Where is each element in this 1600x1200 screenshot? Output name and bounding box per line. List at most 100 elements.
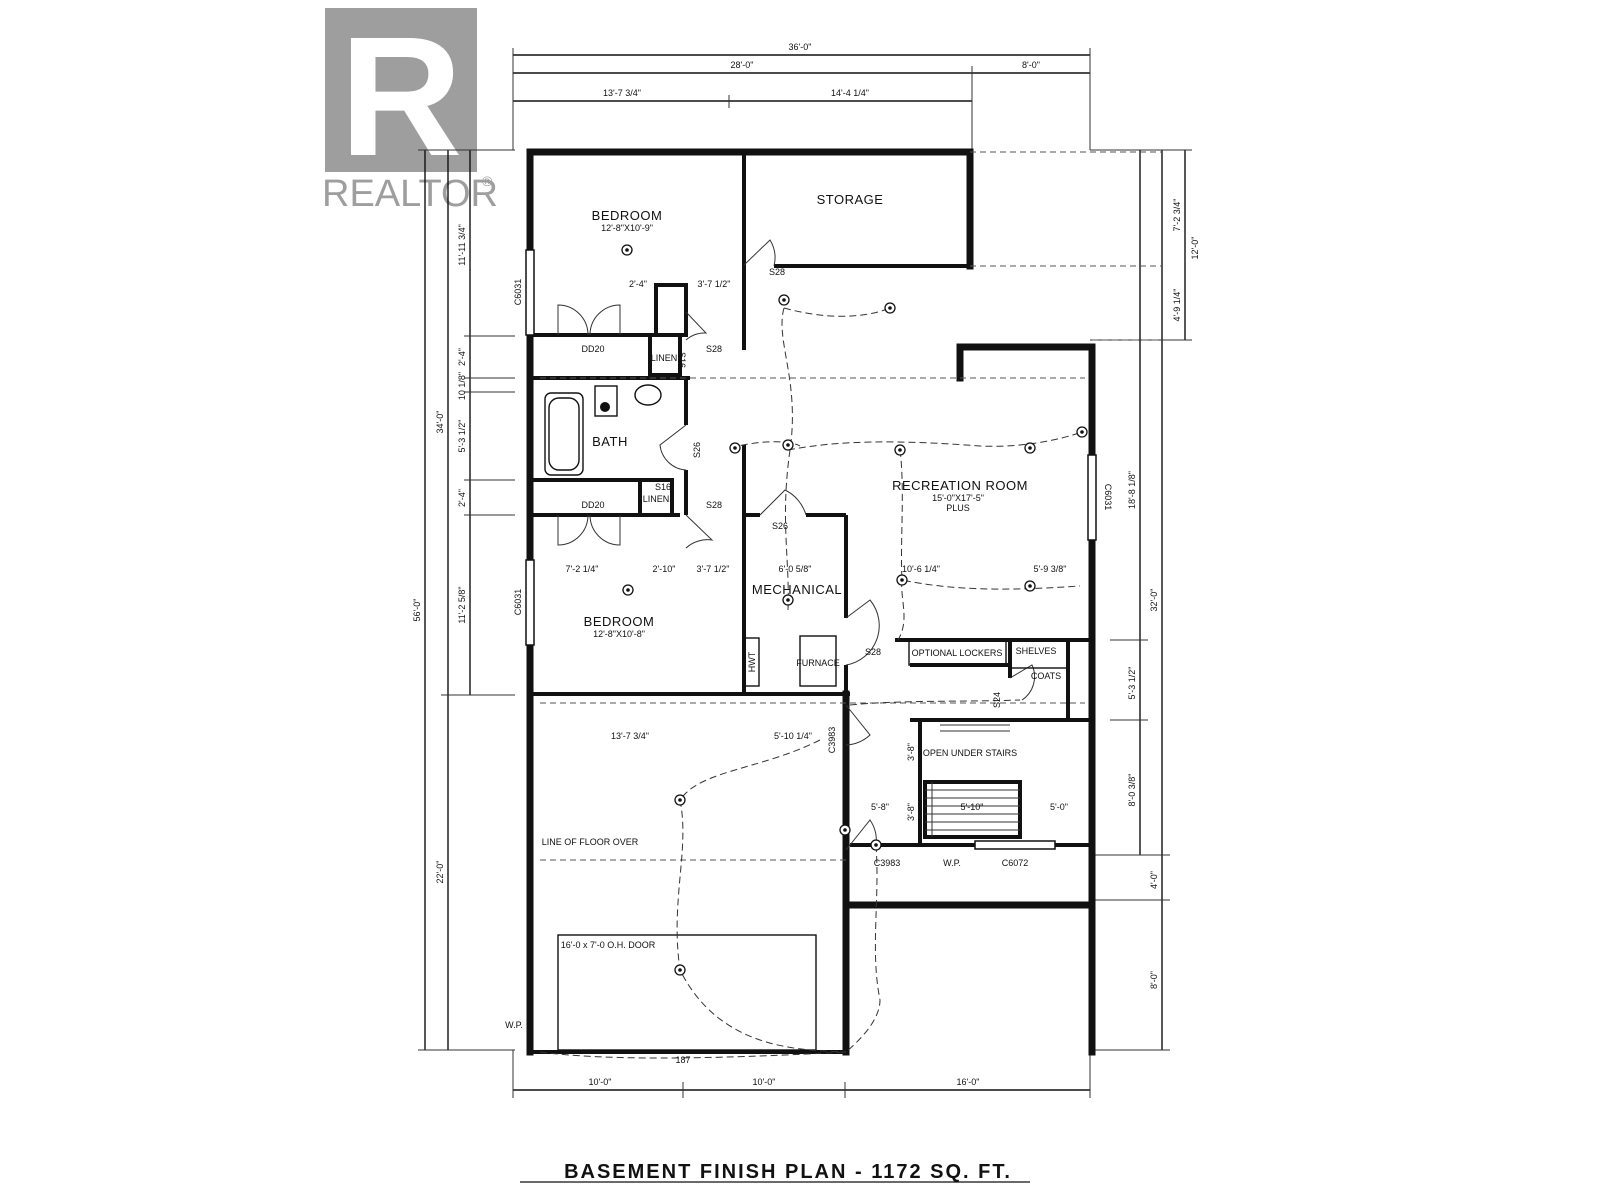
code-s28-c: S28: [706, 500, 722, 510]
dim-bottom-b: 10'-0": [753, 1077, 776, 1087]
room-name-bedroom-2: BEDROOM: [584, 614, 655, 629]
ceiling-light-icon: [622, 584, 634, 596]
code-s16-b: S16: [655, 482, 671, 492]
fixture-labels: LINEN LINEN HWT FURNACE OPTIONAL LOCKERS…: [542, 353, 1061, 950]
plan-title-group: BASEMENT FINISH PLAN - 1172 SQ. FT.: [520, 1161, 1030, 1183]
code-c6031-b: C6031: [513, 589, 523, 616]
dim-int-i8: 5'-9 3/8": [1034, 564, 1067, 574]
ceiling-light-icon: [729, 442, 741, 454]
ceiling-light-icon: [782, 439, 794, 451]
dim-int-i11: 3'-8": [906, 743, 916, 761]
code-wp-b: W.P.: [505, 1020, 523, 1030]
ceiling-light-icon: [884, 302, 896, 314]
ceiling-light-icon: [674, 794, 686, 806]
code-wp-a: W.P.: [943, 858, 961, 868]
dim-bottom-a: 10'-0": [589, 1077, 612, 1087]
light-fixtures: [621, 244, 1088, 976]
dim-top-seg1: 13'-7 3/4": [603, 88, 641, 98]
stair-treads: [925, 724, 1020, 837]
dim-overall-width: 36'-0": [789, 42, 812, 52]
dim-left-l4: 5'-3 1/2": [457, 420, 467, 453]
label-furnace: FURNACE: [796, 658, 840, 668]
code-s28-a: S28: [769, 267, 785, 277]
ceiling-light-icon: [782, 594, 794, 606]
dim-int-i13: 3'-8": [906, 803, 916, 821]
ceiling-light-icon: [894, 444, 906, 456]
code-c6072: C6072: [1002, 858, 1029, 868]
ceiling-light-icon: [778, 294, 790, 306]
label-coats: COATS: [1031, 671, 1061, 681]
dim-right-r7: 8'-0 3/8": [1127, 774, 1137, 807]
room-size-bedroom-1: 12'-8"X10'-9": [601, 223, 653, 233]
code-s24: S24: [992, 692, 1002, 708]
dim-left-l6: 11'-2 5/8": [457, 586, 467, 623]
dim-top-right: 8'-0": [1022, 60, 1040, 70]
code-187: 187: [675, 1055, 690, 1065]
label-linen-2: LINEN: [643, 494, 670, 504]
label-optional-lockers: OPTIONAL LOCKERS: [912, 648, 1003, 658]
dim-int-i5: 3'-7 1/2": [697, 564, 730, 574]
dim-right-r4: 18'-8 1/8": [1127, 471, 1137, 509]
dim-left-l5: 2'-4": [457, 489, 467, 507]
code-c6031-c: C6031: [1103, 484, 1113, 511]
label-garage-door: 16'-0 x 7'-0 O.H. DOOR: [561, 940, 656, 950]
code-s28-d: S28: [865, 647, 881, 657]
dim-int-i7: 10'-6 1/4": [902, 564, 940, 574]
ceiling-light-icon: [839, 824, 851, 836]
dim-right-r5: 32'-0": [1149, 589, 1159, 612]
dim-right-r3: 12'-0": [1190, 237, 1200, 260]
label-open-under-stairs: OPEN UNDER STAIRS: [923, 748, 1017, 758]
left-dimensions: 56'-0" 34'-0" 22'-0" 11'-11 3/4" 2'-4" 1…: [412, 149, 515, 1051]
fixtures: [544, 384, 1069, 1051]
dim-int-i6: 6'-0 5/8": [779, 564, 812, 574]
dim-left-l1: 11'-11 3/4": [457, 224, 467, 266]
label-hwt: HWT: [747, 651, 757, 672]
code-s26-b: S26: [772, 521, 788, 531]
dim-right-r2: 4'-9 1/4": [1172, 289, 1182, 322]
dim-right-r6: 5'-3 1/2": [1127, 667, 1137, 700]
code-s26-a: S26: [692, 442, 702, 458]
dim-left-overall: 56'-0": [412, 599, 422, 622]
dim-int-i12: 5'-8": [871, 802, 889, 812]
dim-left-l2: 2'-4": [457, 348, 467, 366]
code-dd20-a: DD20: [581, 344, 604, 354]
dim-top-left: 28'-0": [731, 60, 754, 70]
code-c3983-b: C3983: [874, 858, 901, 868]
right-dimensions: 7'-2 3/4" 4'-9 1/4" 12'-0" 18'-8 1/8" 32…: [1090, 149, 1200, 1051]
dim-right-r1: 7'-2 3/4": [1172, 199, 1182, 232]
dim-top-seg2: 14'-4 1/4": [831, 88, 869, 98]
dim-bottom-c: 16'-0": [957, 1077, 980, 1087]
ceiling-light-icon: [674, 964, 686, 976]
label-line-of-floor-over: LINE OF FLOOR OVER: [542, 837, 639, 847]
dim-int-i1: 2'-4": [629, 279, 647, 289]
room-name-bath: BATH: [592, 434, 628, 449]
room-size-recreation: 15'-0"X17'-5": [932, 493, 984, 503]
room-name-mechanical: MECHANICAL: [752, 582, 842, 597]
room-name-recreation: RECREATION ROOM: [892, 478, 1028, 493]
room-name-storage: STORAGE: [817, 192, 884, 207]
ceiling-light-icon: [870, 839, 882, 851]
code-s16-a: S16: [677, 352, 687, 368]
dim-int-i9: 13'-7 3/4": [611, 731, 649, 741]
code-s28-b: S28: [706, 344, 722, 354]
code-c3983-a: C3983: [827, 727, 837, 754]
ceiling-light-icon: [1024, 580, 1036, 592]
windows: [525, 249, 1097, 850]
doors: [557, 239, 1036, 851]
room-labels: BEDROOM 12'-8"X10'-9" STORAGE BATH RECRE…: [584, 192, 1028, 639]
ceiling-light-icon: [896, 574, 908, 586]
plan-title: BASEMENT FINISH PLAN - 1172 SQ. FT.: [564, 1161, 1012, 1183]
dim-left-l3: 10 1/8": [457, 372, 467, 400]
dim-int-i10: 5'-10 1/4": [774, 731, 812, 741]
room-name-bedroom-1: BEDROOM: [592, 208, 663, 223]
realtor-logo: R REALTOR ®: [322, 2, 498, 215]
realtor-logo-letter: R: [340, 2, 463, 192]
label-shelves: SHELVES: [1016, 646, 1057, 656]
room-size-bedroom-2: 12'-8"X10'-8": [593, 629, 645, 639]
label-linen-1: LINEN: [651, 353, 678, 363]
opening-codes: DD20 DD20 S28 S28 S28 S28 S26 S26 S24 S1…: [505, 267, 1113, 1065]
room-note-recreation: PLUS: [946, 503, 970, 513]
dim-int-i14: 5'-10": [961, 802, 984, 812]
dim-left-garage: 22'-0": [435, 861, 445, 884]
